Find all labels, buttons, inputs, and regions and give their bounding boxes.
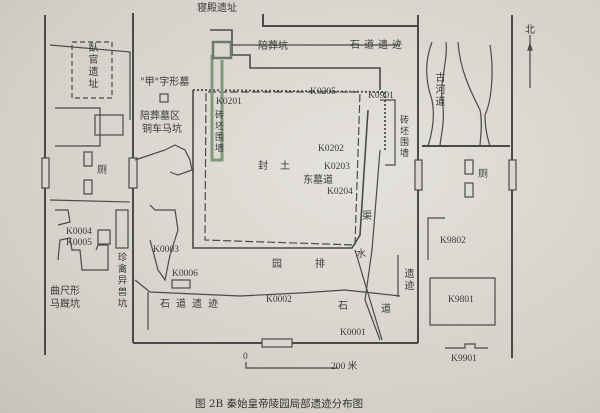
label-yiji: 遗迹	[402, 268, 413, 292]
code-k9801: K9801	[448, 295, 474, 305]
label-shi: 石	[338, 301, 348, 312]
label-latrine-left: 厕	[97, 165, 107, 176]
code-k0003: K0003	[153, 245, 179, 255]
latrine-building	[464, 159, 474, 175]
gate	[261, 338, 293, 348]
scale-bar	[245, 362, 338, 369]
stable-pit	[57, 237, 109, 271]
chariot-pit	[134, 144, 193, 176]
drainage-channel	[354, 249, 383, 341]
inner-enclosure-west	[192, 90, 369, 249]
latrine-building	[83, 151, 93, 167]
north-label: 北	[525, 25, 535, 36]
label-qindian: 寝殿遗址	[197, 3, 237, 14]
label-jiazi: "甲"字形墓	[140, 77, 190, 88]
compound	[55, 107, 101, 147]
road	[49, 199, 131, 203]
inner-enclosure	[192, 89, 386, 150]
code-k9802: K9802	[440, 236, 466, 246]
code-k0006: K0006	[172, 269, 198, 279]
north-wall-corner	[262, 14, 296, 27]
fengtu-outline	[204, 91, 361, 246]
figure-caption: 图 2B 秦始皇帝陵园局部遗迹分布图	[195, 398, 364, 410]
ancient-river	[426, 41, 493, 147]
pit-k9801	[429, 277, 496, 326]
label-brick-wall-right: 砖坯围墙	[398, 115, 408, 159]
label-tongchema: 铜车马坑	[142, 124, 182, 135]
label-shidao-top: 石道遗迹	[350, 40, 406, 51]
code-k0005: K0005	[66, 238, 92, 248]
gate	[128, 157, 138, 189]
code-k0201: K0201	[216, 97, 242, 107]
qindian-site	[210, 29, 381, 90]
code-k9901: K9901	[451, 354, 477, 364]
code-k0901: K0901	[368, 91, 394, 101]
pit	[97, 229, 111, 245]
latrine-building	[464, 182, 474, 198]
qindian-base	[211, 40, 233, 60]
code-k0202: K0202	[318, 144, 344, 154]
drainage-channel	[364, 149, 381, 341]
label-yuan: 园	[272, 259, 282, 270]
pit-k0006	[171, 279, 191, 289]
code-k0204: K0204	[327, 187, 353, 197]
latrine-building	[83, 179, 93, 195]
code-k0004: K0004	[66, 227, 92, 237]
label-pai: 排	[315, 259, 325, 270]
label-shui: 水	[356, 249, 366, 260]
label-brick-wall-left: 砖坯围墙	[213, 110, 223, 154]
gate	[41, 157, 50, 189]
label-latrine-right: 厕	[478, 169, 488, 180]
code-k0205: K0205	[310, 87, 336, 97]
pit-k0003	[149, 204, 179, 282]
scale-end: 200 米	[331, 362, 358, 372]
pit	[55, 209, 71, 226]
label-dao: 道	[381, 304, 391, 315]
pit-k9901	[445, 343, 488, 349]
label-quchi: 曲尺形马厩坑	[50, 286, 80, 310]
stone-road	[134, 279, 401, 297]
label-fengtu: 封土	[258, 161, 302, 172]
code-k0001: K0001	[340, 328, 366, 338]
gate	[414, 159, 423, 191]
road	[49, 44, 131, 120]
compound	[94, 114, 124, 136]
label-shidao-bottom: 石道遗迹	[160, 299, 224, 310]
north-arrow-head	[527, 42, 533, 51]
brick-wall-east	[380, 99, 396, 166]
label-peizangkeng: 陪葬坑	[258, 41, 288, 52]
label-qu: 渠	[362, 211, 372, 222]
code-k0203: K0203	[324, 162, 350, 172]
rare-animal-pit	[115, 209, 129, 249]
label-guhedao: 古河道	[433, 72, 444, 108]
label-dongmudao: 东墓道	[303, 175, 333, 186]
pit-k9802	[427, 217, 445, 260]
brick-wall-green	[210, 55, 224, 162]
gate	[508, 159, 517, 191]
siguan-site	[71, 41, 113, 99]
jia-tomb	[159, 93, 169, 103]
code-k0002: K0002	[266, 295, 292, 305]
label-peizangmu: 陪葬墓区	[140, 111, 180, 122]
label-siguan: 飤官遗址	[86, 42, 97, 90]
label-zhenqin: 珍禽异兽坑	[115, 252, 127, 310]
scale-zero: 0	[243, 352, 248, 362]
